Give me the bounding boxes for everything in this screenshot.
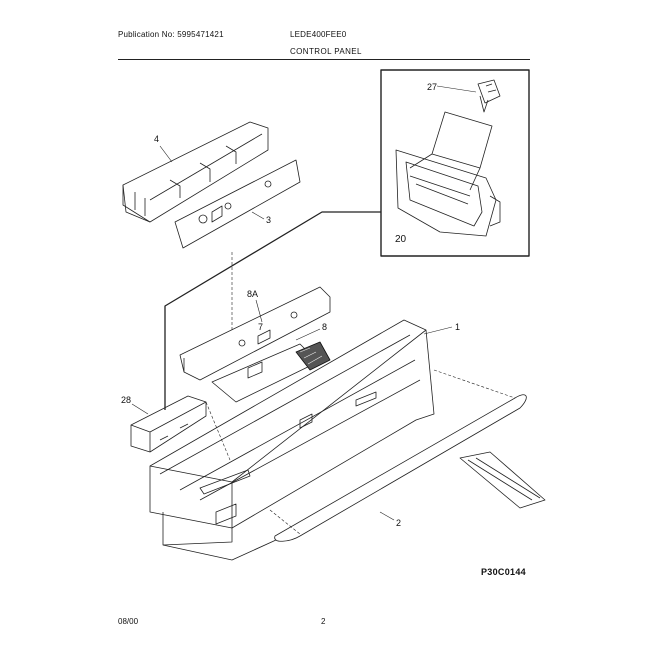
part-27-connector — [477, 79, 501, 113]
model-number: LEDE400FEE0 — [290, 30, 347, 39]
callout-2: 2 — [396, 518, 401, 528]
callout-leaders — [131, 85, 477, 521]
header-rule — [118, 59, 530, 60]
publication-number: Publication No: 5995471421 — [118, 30, 224, 39]
callout-3: 3 — [266, 215, 271, 225]
callout-7: 7 — [258, 322, 263, 332]
part-2-overlay — [274, 394, 546, 542]
part-20-display-housing — [395, 111, 501, 237]
part-28-cover — [130, 395, 207, 453]
leader-dash-c — [205, 401, 231, 461]
figure-code: P30C0144 — [481, 567, 526, 577]
page-number: 2 — [321, 617, 326, 626]
section-title: CONTROL PANEL — [290, 47, 362, 56]
footer-date: 08/00 — [118, 617, 139, 626]
callout-1: 1 — [455, 322, 460, 332]
part-3-plate — [174, 159, 301, 249]
leader-dash-b — [269, 509, 301, 535]
part-4-bracket — [122, 121, 269, 223]
leader-line-inset — [164, 211, 381, 410]
callout-28: 28 — [121, 395, 131, 405]
part-1-console — [149, 319, 435, 561]
callout-8a: 8A — [247, 289, 258, 299]
callout-27: 27 — [427, 82, 437, 92]
callout-4: 4 — [154, 134, 159, 144]
part-7-8-control-board — [211, 341, 331, 403]
leader-dash-a — [433, 369, 516, 399]
inset-box — [380, 69, 530, 257]
callout-20: 20 — [395, 234, 407, 245]
part-8a-panel-strip — [179, 286, 331, 381]
callout-8: 8 — [322, 322, 327, 332]
